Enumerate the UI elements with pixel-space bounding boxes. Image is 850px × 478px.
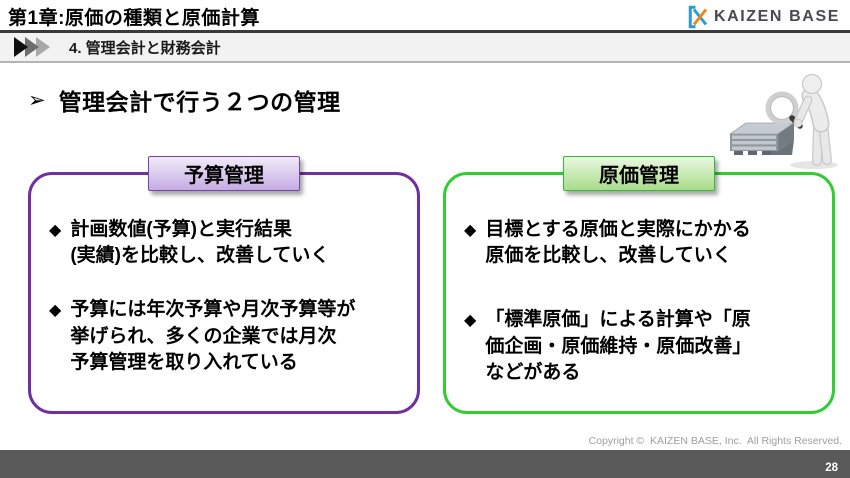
pallet-icon [728,122,796,155]
bullet-text: 目標とする原価と実際にかかる 原価を比較し、改善していく [485,219,751,267]
section-bar: 4. 管理会計と財務会計 [0,33,850,63]
diamond-bullet-icon: ◆ [464,222,477,239]
magnifier-figure-illustration [728,73,838,169]
person-figure-icon [765,73,838,169]
footer-bar: 28 [0,450,850,478]
cost-management-bullets: ◆ 目標とする原価と実際にかかる 原価を比較し、改善していく ◆ 「標準原価」に… [446,175,832,386]
diamond-bullet-icon: ◆ [49,222,62,239]
arrow-bullet-icon: ➢ [28,88,46,112]
kaizen-logo-icon [688,5,708,28]
bullet-text: 計画数値(予算)と実行結果 (実績)を比較し、改善していく [70,219,330,267]
bullet-text: 予算には年次予算や月次予算等が 挙げられ、多くの企業では月次 予算管理を取り入れ… [70,299,356,373]
kaizen-base-logo: KAIZEN BASE [685,5,842,29]
bullet-item: ◆ 「標準原価」による計算や「原 価企画・原価維持・原価改善」 などがある [464,307,818,386]
cost-management-label: 原価管理 [563,156,715,191]
budget-management-label: 予算管理 [148,156,300,191]
triple-chevron-icon [14,37,50,57]
cost-management-box: 原価管理 ◆ 目標とする原価と実際にかかる 原価を比較し、改善していく ◆ 「標… [443,156,835,414]
diamond-bullet-icon: ◆ [464,312,477,330]
bullet-item: ◆ 予算には年次予算や月次予算等が 挙げられ、多くの企業では月次 予算管理を取り… [49,297,403,376]
page-number: 28 [825,462,838,474]
header: 第1章:原価の種類と原価計算 KAIZEN BASE [0,0,850,33]
budget-management-box: 予算管理 ◆ 計画数値(予算)と実行結果 (実績)を比較し、改善していく ◆ 予… [28,156,420,414]
slide-heading: ➢ 管理会計で行う２つの管理 [28,83,341,117]
bullet-item: ◆ 計画数値(予算)と実行結果 (実績)を比較し、改善していく [49,217,403,269]
section-title: 4. 管理会計と財務会計 [69,39,221,57]
bullet-text: 「標準原価」による計算や「原 価企画・原価維持・原価改善」 などがある [485,309,752,383]
budget-management-bullets: ◆ 計画数値(予算)と実行結果 (実績)を比較し、改善していく ◆ 予算には年次… [31,175,417,376]
logo-text: KAIZEN BASE [713,7,840,25]
diamond-bullet-icon: ◆ [49,302,62,320]
copyright-text: Copyright © KAIZEN BASE, Inc. All Rights… [588,435,842,447]
heading-text: 管理会計で行う２つの管理 [58,89,341,115]
bullet-item: ◆ 目標とする原価と実際にかかる 原価を比較し、改善していく [464,217,818,269]
chapter-title: 第1章:原価の種類と原価計算 [8,8,260,29]
